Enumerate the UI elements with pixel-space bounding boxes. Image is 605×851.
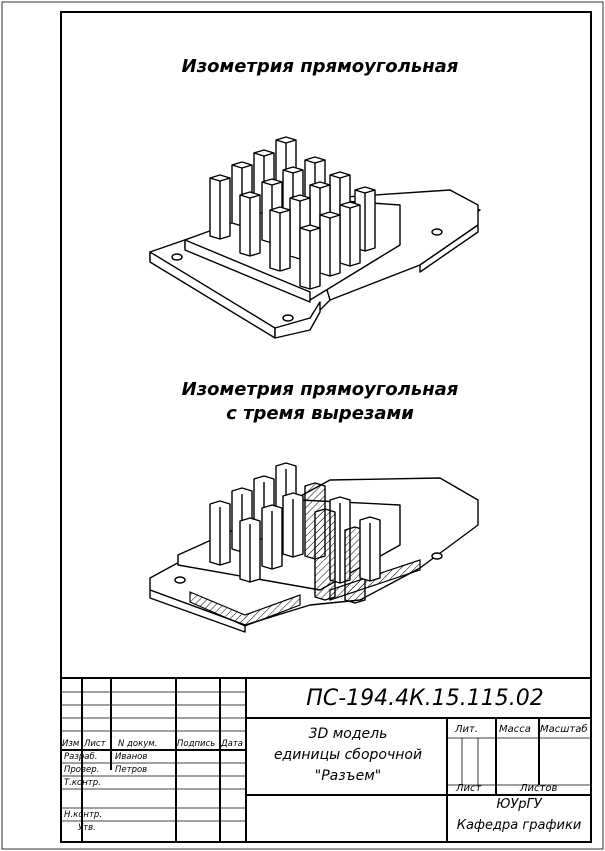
pins-view-full [209, 136, 376, 290]
organization-line2: Кафедра графики [456, 818, 582, 833]
document-name-line2: единицы сборочной [273, 747, 423, 763]
pins-view-cutaway [209, 462, 381, 604]
title-block-grid [61, 677, 591, 842]
document-name: 3D модель единицы сборочной "Разъем" [248, 724, 448, 787]
header-podpis: Подпись [177, 739, 216, 749]
header-list: Лист [84, 739, 106, 749]
sheet-main-frame [60, 11, 592, 843]
view1-title: Изометрия прямоугольная [181, 56, 459, 77]
cell-massa: Масса [499, 724, 531, 735]
name-prover: Петров [115, 765, 148, 775]
cell-listov: Листов [520, 783, 558, 794]
view2-title-line1: Изометрия прямоугольная [181, 379, 459, 400]
organization-line1: ЮУрГУ [496, 797, 542, 812]
name-razrab: Иванов [115, 752, 148, 762]
header-izm: Изм [62, 739, 80, 749]
role-prover: Провер. [64, 765, 100, 775]
view2-title-line2: с тремя вырезами [226, 403, 414, 424]
view2-title: Изометрия прямоугольная с тремя вырезами [0, 378, 605, 426]
cell-masshtab: Масштаб [540, 724, 588, 735]
cell-lit: Лит. [455, 724, 479, 735]
header-n-dokum: N докум. [118, 739, 158, 749]
role-n-kontr: Н.контр. [64, 810, 103, 820]
document-designation: ПС-194.4К.15.115.02 [306, 686, 544, 711]
role-t-kontr: Т.контр. [64, 778, 101, 788]
header-data: Дата [221, 739, 244, 749]
role-utv: Утв. [78, 823, 96, 833]
document-name-line3: "Разъем" [314, 768, 382, 784]
document-name-line1: 3D модель [308, 726, 388, 742]
role-razrab: Разраб. [64, 752, 98, 762]
cell-list: Лист [456, 783, 482, 794]
